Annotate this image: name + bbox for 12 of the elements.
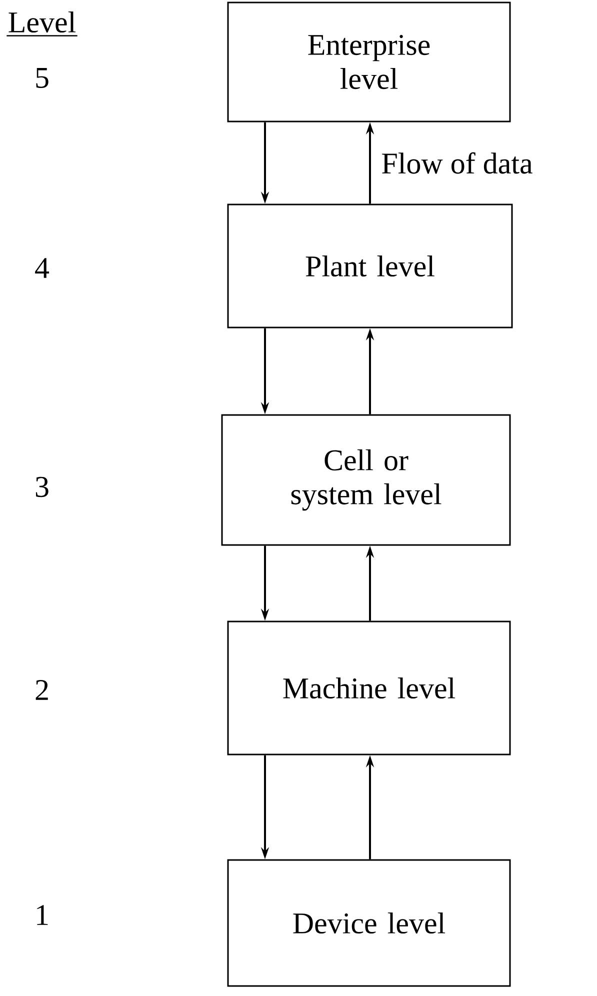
level-box: Cell or system level [221, 414, 511, 546]
column-heading: Level [8, 11, 76, 33]
level-number: 4 [35, 258, 50, 278]
level-box: Enterprise level [227, 2, 511, 122]
level-number: 5 [36, 68, 48, 88]
level-number: 1 [37, 905, 48, 925]
edge-label: Flow of data [380, 151, 534, 175]
level-number: 3 [36, 476, 48, 498]
level-number: 2 [36, 680, 48, 700]
level-box: Plant level [227, 204, 513, 328]
level-box: Device level [227, 859, 511, 987]
level-box: Machine level [227, 620, 511, 756]
